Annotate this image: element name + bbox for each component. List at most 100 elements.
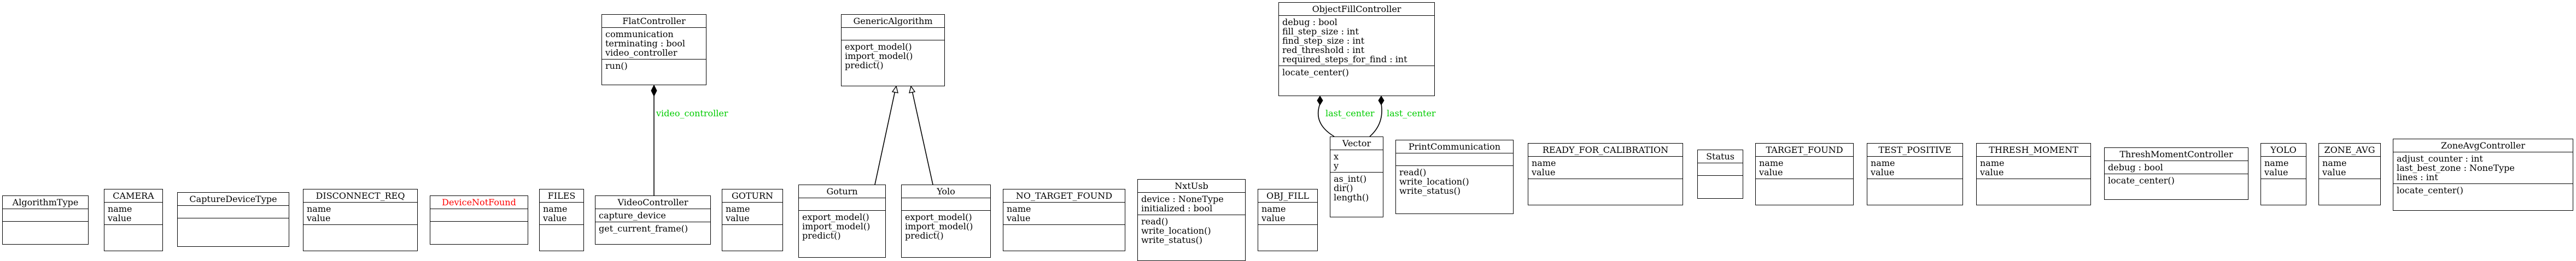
- attributes-section: device : NoneType initialized : bool: [1138, 193, 1245, 215]
- inheritance-triangle-icon: [909, 85, 916, 93]
- method: read(): [1399, 167, 1427, 177]
- attributes-section: name value: [2319, 157, 2380, 179]
- class-files: FILES name value: [539, 189, 584, 251]
- method: locate_center(): [2108, 175, 2175, 186]
- attribute: initialized : bool: [1141, 203, 1213, 213]
- class-name: ZONE_AVG: [2319, 144, 2380, 157]
- attributes-section: capture_device: [595, 209, 710, 222]
- class-name: VideoController: [595, 196, 710, 209]
- class-name: OBJ_FILL: [1258, 189, 1317, 203]
- class-capture-device-type: CaptureDeviceType: [177, 192, 289, 247]
- methods-section: [1258, 225, 1317, 237]
- attribute: value: [307, 213, 331, 223]
- attributes-section: name value: [1977, 157, 2090, 179]
- methods-section: locate_center(): [2105, 174, 2248, 187]
- method: locate_center(): [2397, 185, 2463, 195]
- methods-section: read() write_location() write_status(): [1396, 166, 1513, 197]
- attribute: value: [108, 213, 132, 223]
- class-ready-for-calibration: READY_FOR_CALIBRATION name value: [1528, 143, 1683, 205]
- attribute: value: [726, 213, 750, 223]
- attribute: last_best_zone : NoneType: [2397, 163, 2515, 173]
- attributes-section: [178, 206, 289, 218]
- method: run(): [605, 61, 628, 71]
- attribute: capture_device: [599, 210, 666, 221]
- method: predict(): [905, 230, 944, 241]
- attributes-section: communication terminating : bool video_c…: [602, 28, 706, 60]
- attributes-section: x y: [1330, 150, 1383, 173]
- class-thresh-moment: THRESH_MOMENT name value: [1976, 143, 2091, 205]
- class-name: FILES: [540, 189, 583, 203]
- methods-section: [722, 225, 782, 237]
- method: write_status(): [1141, 235, 1202, 245]
- attribute: name: [543, 204, 568, 214]
- composition-diamond-icon: [651, 84, 657, 97]
- attributes-section: name value: [1258, 203, 1317, 225]
- class-no-target-found: NO_TARGET_FOUND name value: [1003, 189, 1125, 251]
- attributes-section: [1396, 153, 1513, 166]
- class-generic-algorithm: GenericAlgorithm export_model() import_m…: [841, 14, 945, 86]
- attribute: name: [2264, 158, 2289, 168]
- attribute: name: [1261, 204, 1286, 214]
- methods-section: [1867, 179, 1962, 191]
- edge-goturn-inherits: [874, 90, 896, 185]
- composition-diamond-icon: [1317, 96, 1323, 105]
- attributes-section: [1698, 163, 1743, 176]
- attributes-section: name value: [1528, 157, 1683, 179]
- attribute: value: [1532, 167, 1556, 177]
- edge-label-last-center-2: last_center: [1387, 108, 1436, 118]
- class-status: Status: [1697, 150, 1743, 199]
- method: write_location(): [1399, 176, 1469, 187]
- attribute: name: [2322, 158, 2347, 168]
- method: import_model(): [802, 221, 871, 232]
- class-obj-fill: OBJ_FILL name value: [1258, 189, 1318, 251]
- methods-section: [303, 225, 417, 237]
- attributes-section: name value: [2261, 157, 2306, 179]
- class-nxt-usb: NxtUsb device : NoneType initialized : b…: [1137, 179, 1246, 261]
- methods-section: run(): [602, 60, 706, 72]
- class-algorithm-type: AlgorithmType: [2, 195, 89, 245]
- attribute: adjust_counter : int: [2397, 153, 2483, 164]
- attributes-section: [799, 198, 885, 211]
- class-yolo-const: YOLO name value: [2260, 143, 2306, 205]
- attributes-section: name value: [104, 203, 162, 225]
- attribute: value: [1871, 167, 1895, 177]
- attributes-section: name value: [1003, 203, 1125, 225]
- method: write_status(): [1399, 186, 1461, 196]
- class-target-found: TARGET_FOUND name value: [1755, 143, 1854, 205]
- method: locate_center(): [1282, 67, 1349, 78]
- class-camera: CAMERA name value: [104, 189, 163, 251]
- class-name: CaptureDeviceType: [178, 193, 289, 206]
- attributes-section: debug : bool: [2105, 161, 2248, 174]
- method: import_model(): [845, 51, 913, 61]
- attributes-section: [842, 28, 944, 40]
- class-name: GenericAlgorithm: [842, 15, 944, 28]
- attribute: name: [726, 204, 750, 214]
- methods-section: read() write_location() write_status(): [1138, 215, 1245, 246]
- attribute: value: [1007, 213, 1031, 223]
- class-name: TEST_POSITIVE: [1867, 144, 1962, 157]
- attribute: value: [1261, 213, 1286, 223]
- class-gotrun-const: GOTURN name value: [722, 189, 783, 251]
- edge-label-video-controller: video_controller: [656, 108, 728, 118]
- attributes-section: adjust_counter : int last_best_zone : No…: [2393, 152, 2573, 184]
- method: write_location(): [1141, 226, 1211, 236]
- class-name: TARGET_FOUND: [1756, 144, 1853, 157]
- edge-last-center-1: [1317, 103, 1335, 137]
- attribute: name: [1007, 204, 1031, 214]
- class-video-controller: VideoController capture_device get_curre…: [595, 195, 711, 245]
- edge-label-last-center-1: last_center: [1325, 108, 1375, 118]
- attribute: name: [1759, 158, 1784, 168]
- class-name: CAMERA: [104, 189, 162, 203]
- method: length(): [1334, 192, 1369, 203]
- attributes-section: name value: [303, 203, 417, 225]
- attributes-section: name value: [722, 203, 782, 225]
- attribute: value: [1980, 167, 2004, 177]
- methods-section: [2261, 179, 2306, 191]
- methods-section: export_model() import_model() predict(): [902, 211, 990, 242]
- attribute: x: [1334, 151, 1339, 162]
- attribute: value: [2322, 167, 2346, 177]
- attributes-section: [902, 198, 990, 211]
- class-name: THRESH_MOMENT: [1977, 144, 2090, 157]
- methods-section: [178, 218, 289, 230]
- attribute: y: [1334, 161, 1339, 171]
